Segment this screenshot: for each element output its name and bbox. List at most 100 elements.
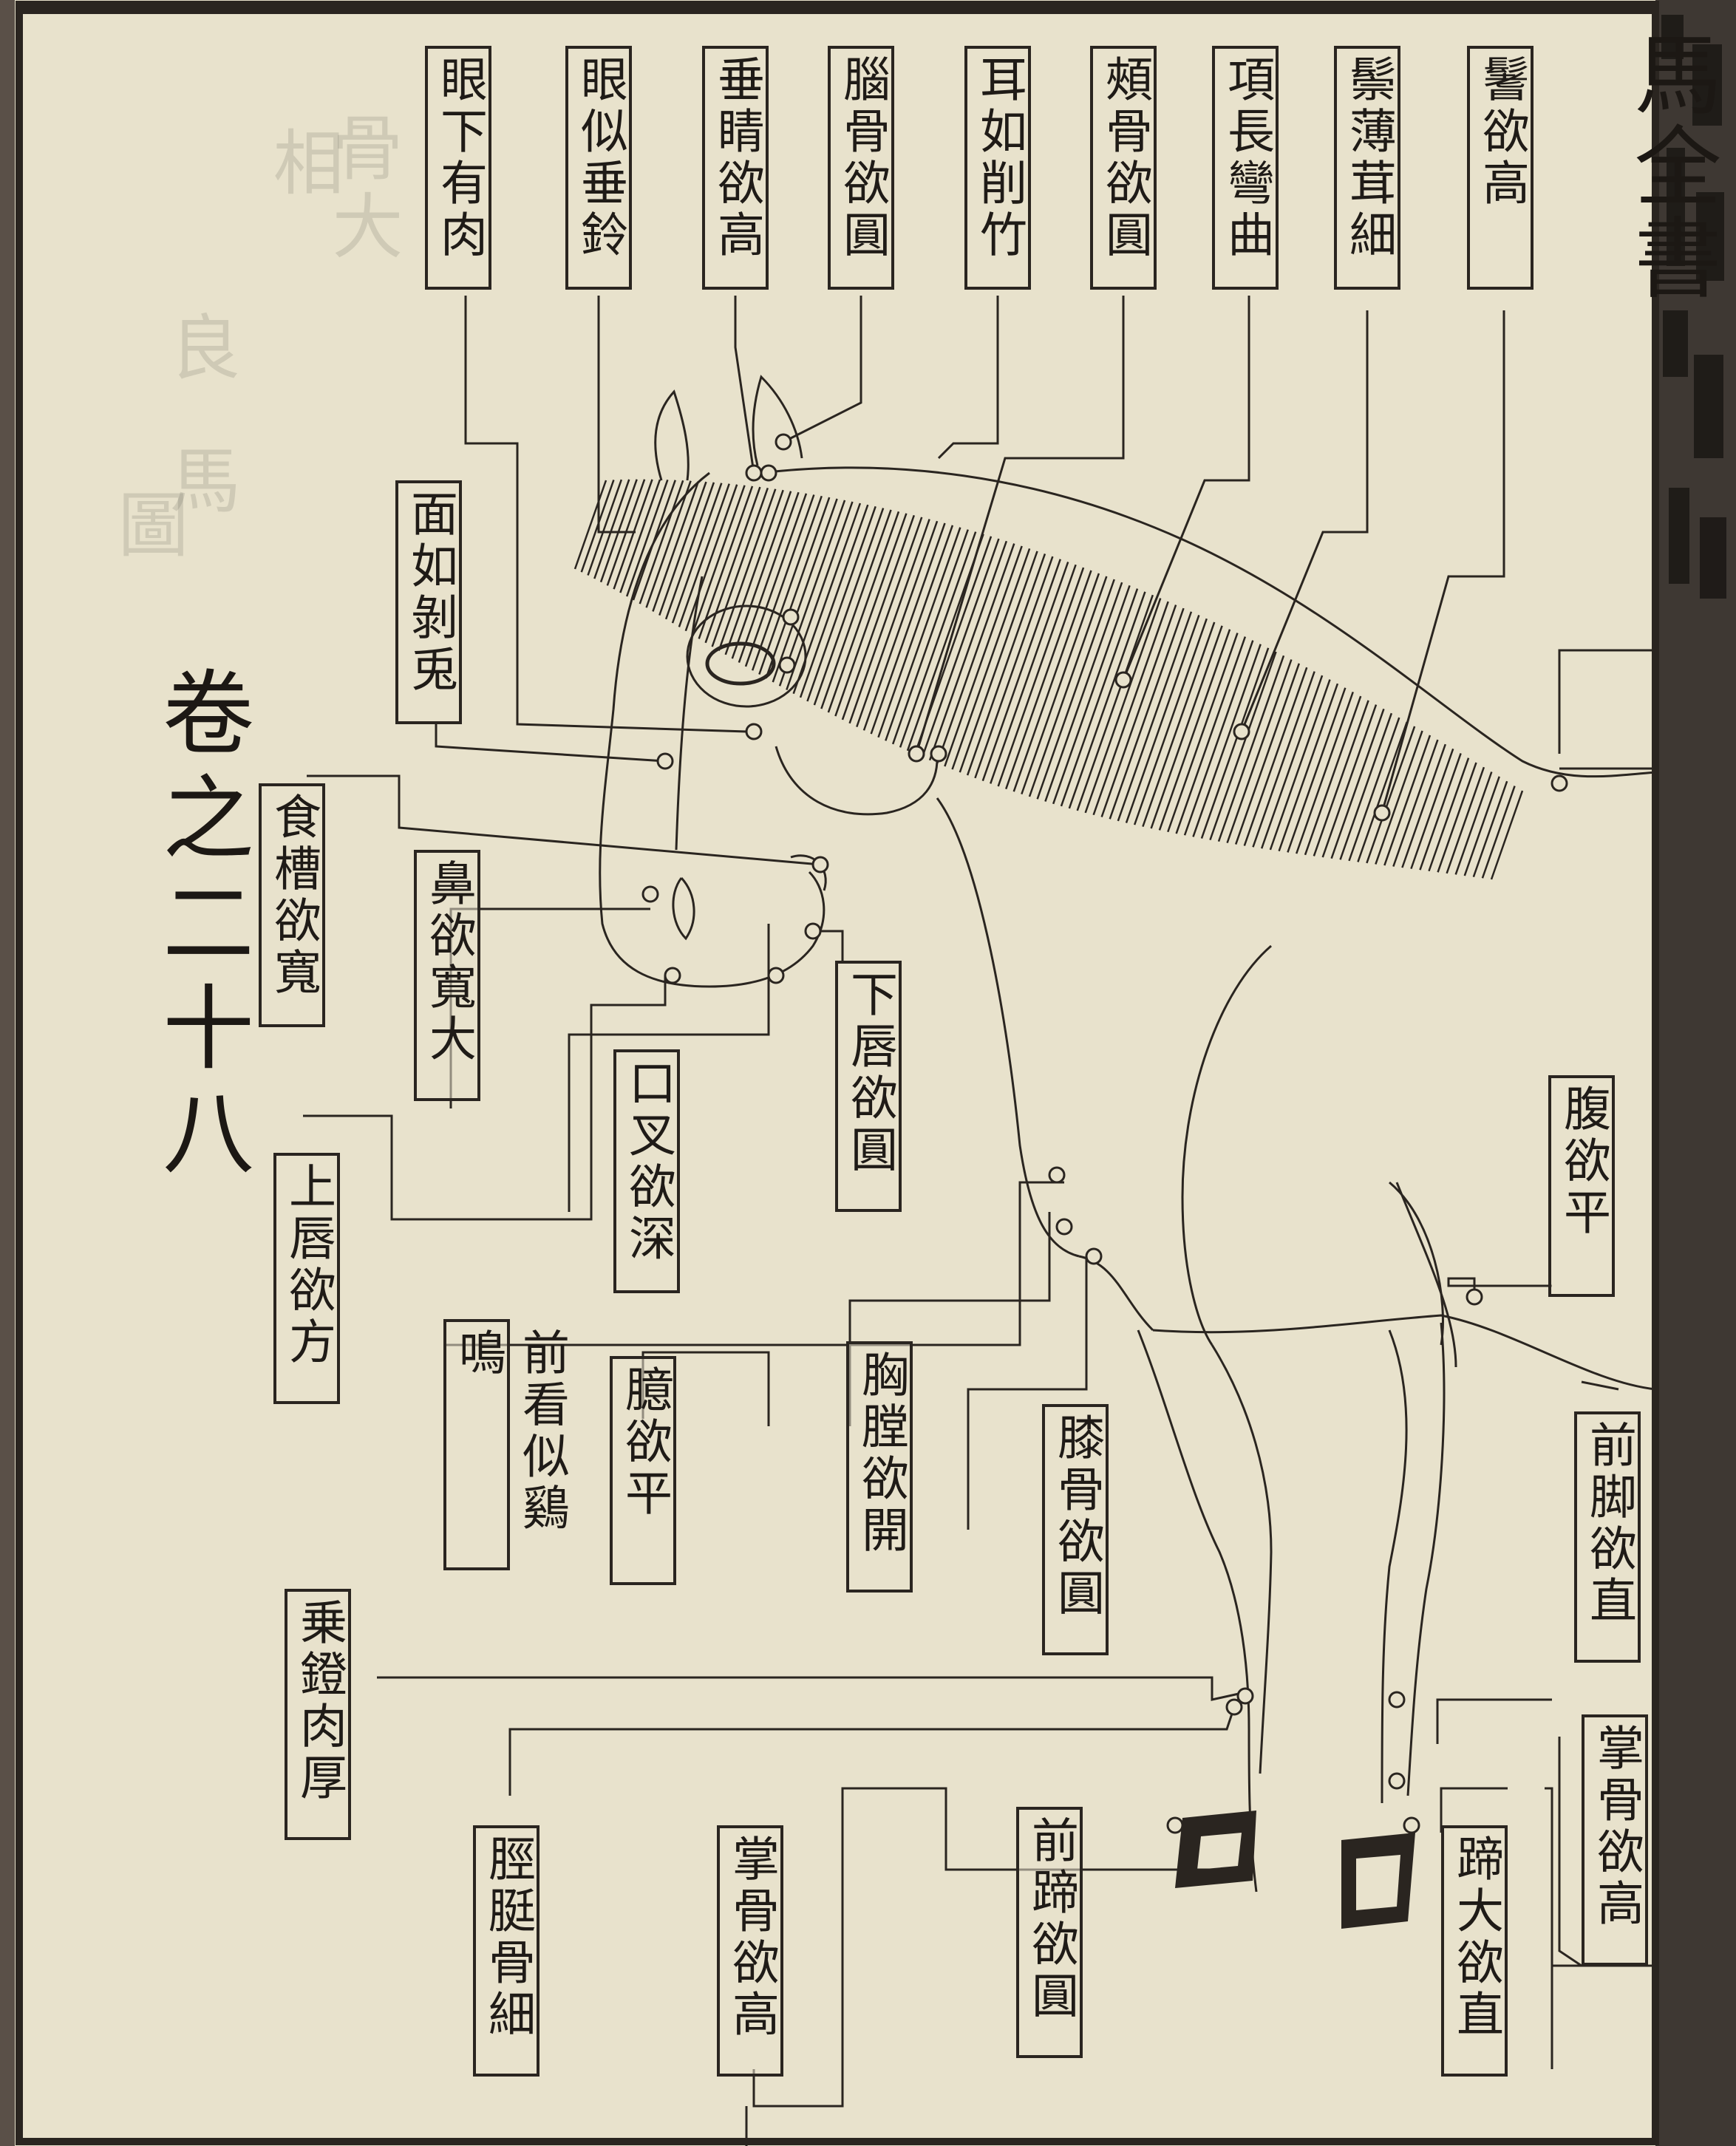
horse-jaw xyxy=(775,746,939,816)
label-cheng-jing-rou-hou: 乗鐙肉厚 xyxy=(285,1589,351,1840)
mane-stroke xyxy=(684,484,738,632)
mane-stroke xyxy=(944,545,1023,767)
label-nao-gu-yu-yuan: 腦骨欲圓 xyxy=(828,46,894,290)
label-jia-gu-yu-yuan: 頰骨欲圓 xyxy=(1090,46,1157,290)
mane-stroke xyxy=(691,485,746,636)
mane-stroke xyxy=(856,519,930,728)
horse-hoof-rear-inner xyxy=(1356,1855,1400,1910)
mane-stroke xyxy=(891,529,969,745)
label-xia-chun-yu-yuan: 下唇欲圓 xyxy=(835,961,902,1212)
mane-stroke xyxy=(1133,618,1208,825)
horse-nose-line xyxy=(675,576,704,851)
mane-stroke xyxy=(1296,691,1354,854)
anchor-point xyxy=(1233,723,1250,740)
horse-shoulder xyxy=(1181,944,1272,1346)
anchor-point xyxy=(641,885,659,903)
mane-stroke xyxy=(1392,739,1439,867)
mane-stroke xyxy=(744,493,808,667)
mane-stroke xyxy=(1217,655,1285,842)
horse-eye xyxy=(705,641,776,686)
label-shi-cao-yu-kuan: 食槽欲寬 xyxy=(259,783,325,1027)
label-shang-chun-yu-fang: 上唇欲方 xyxy=(273,1153,340,1404)
anchor-point xyxy=(1236,1687,1254,1705)
mane-stroke xyxy=(806,505,876,702)
mane-stroke xyxy=(1167,633,1239,833)
anchor-point xyxy=(1466,1288,1483,1306)
anchor-point xyxy=(908,745,925,763)
anchor-point xyxy=(778,656,796,674)
horse-mane xyxy=(573,479,1524,880)
mane-stroke xyxy=(1419,753,1462,871)
mane-stroke xyxy=(1012,570,1092,792)
mane-stroke xyxy=(1330,708,1385,859)
mane-stroke xyxy=(1313,700,1369,856)
mane-stroke xyxy=(1036,579,1115,800)
label-bi-yu-kuan-da: 鼻欲寬大 xyxy=(414,850,480,1101)
mane-stroke xyxy=(731,491,792,659)
horse-front-leg-near-back xyxy=(1211,1344,1273,1774)
label-xiang-chang-wan-qu: 項長彎曲 xyxy=(1212,46,1279,290)
mane-stroke xyxy=(1192,644,1262,837)
mane-stroke xyxy=(1142,621,1216,828)
volume-label: 卷之二十八 xyxy=(146,665,253,1190)
mane-stroke xyxy=(658,481,707,616)
anchor-point xyxy=(804,922,822,940)
label-qi-yu-gao: 鬐欲高 xyxy=(1467,46,1534,290)
anchor-point xyxy=(656,752,674,770)
mane-stroke xyxy=(1076,594,1154,811)
mane-stroke xyxy=(1060,588,1139,807)
mane-stroke xyxy=(1383,735,1432,866)
mane-stroke xyxy=(1183,640,1254,836)
mane-stroke xyxy=(820,509,892,709)
anchor-point xyxy=(664,967,681,984)
mane-stroke xyxy=(1428,757,1470,872)
horse-front-leg-far-back xyxy=(1406,1322,1446,1796)
anchor-point xyxy=(767,967,785,984)
ghost-text-4: 馬 xyxy=(157,443,240,522)
mane-stroke xyxy=(1005,567,1085,790)
horse-front-leg-near xyxy=(1137,1329,1258,1893)
mane-stroke xyxy=(1269,679,1331,851)
mane-stroke xyxy=(792,503,862,695)
anchor-point xyxy=(1166,1816,1184,1834)
anchor-point xyxy=(1048,1166,1066,1184)
label-zong-bo-rong-xi: 鬃薄茸細 xyxy=(1334,46,1400,290)
mane-stroke xyxy=(1092,601,1169,816)
anchor-point xyxy=(930,745,947,763)
anchor-point xyxy=(1085,1247,1103,1265)
mane-stroke xyxy=(1234,663,1300,845)
mane-stroke xyxy=(1084,598,1162,814)
mane-stroke xyxy=(765,497,831,679)
mane-stroke xyxy=(1481,786,1516,879)
mane-stroke xyxy=(1339,712,1393,860)
mane-stroke xyxy=(1209,651,1277,841)
mane-stroke xyxy=(1366,726,1416,864)
mane-stroke xyxy=(813,508,885,706)
mane-stroke xyxy=(841,514,915,721)
label-zhang-gu-yu-gao-side: 掌骨欲高 xyxy=(1582,1714,1648,1966)
anchor-point xyxy=(1225,1698,1243,1716)
mane-stroke xyxy=(1150,625,1223,829)
mane-stroke xyxy=(928,540,1008,761)
horse-head-outline xyxy=(599,471,826,988)
label-mian-ru-bo-tu: 面如剝兎 xyxy=(395,480,462,724)
mane-stroke xyxy=(751,494,815,671)
spine-ink-marks xyxy=(1661,15,1726,599)
mane-stroke xyxy=(1410,748,1454,870)
mane-stroke xyxy=(1437,762,1477,873)
mane-stroke xyxy=(1252,671,1315,848)
horse-rear-leg xyxy=(1395,1182,1457,1368)
anchor-point xyxy=(1055,1218,1073,1236)
mane-stroke xyxy=(778,500,846,687)
mane-stroke xyxy=(1278,683,1339,852)
label-ying-yu-ping: 臆欲平 xyxy=(610,1356,676,1585)
ghost-text-2: 相 xyxy=(261,126,344,204)
mane-stroke xyxy=(645,480,692,608)
mane-stroke xyxy=(936,543,1015,764)
mane-stroke xyxy=(1100,604,1177,817)
horse-nostril xyxy=(672,876,695,941)
horse-belly xyxy=(1152,1314,1656,1391)
mane-stroke xyxy=(619,479,661,593)
mane-stroke xyxy=(587,479,623,576)
mane-stroke xyxy=(877,525,954,738)
